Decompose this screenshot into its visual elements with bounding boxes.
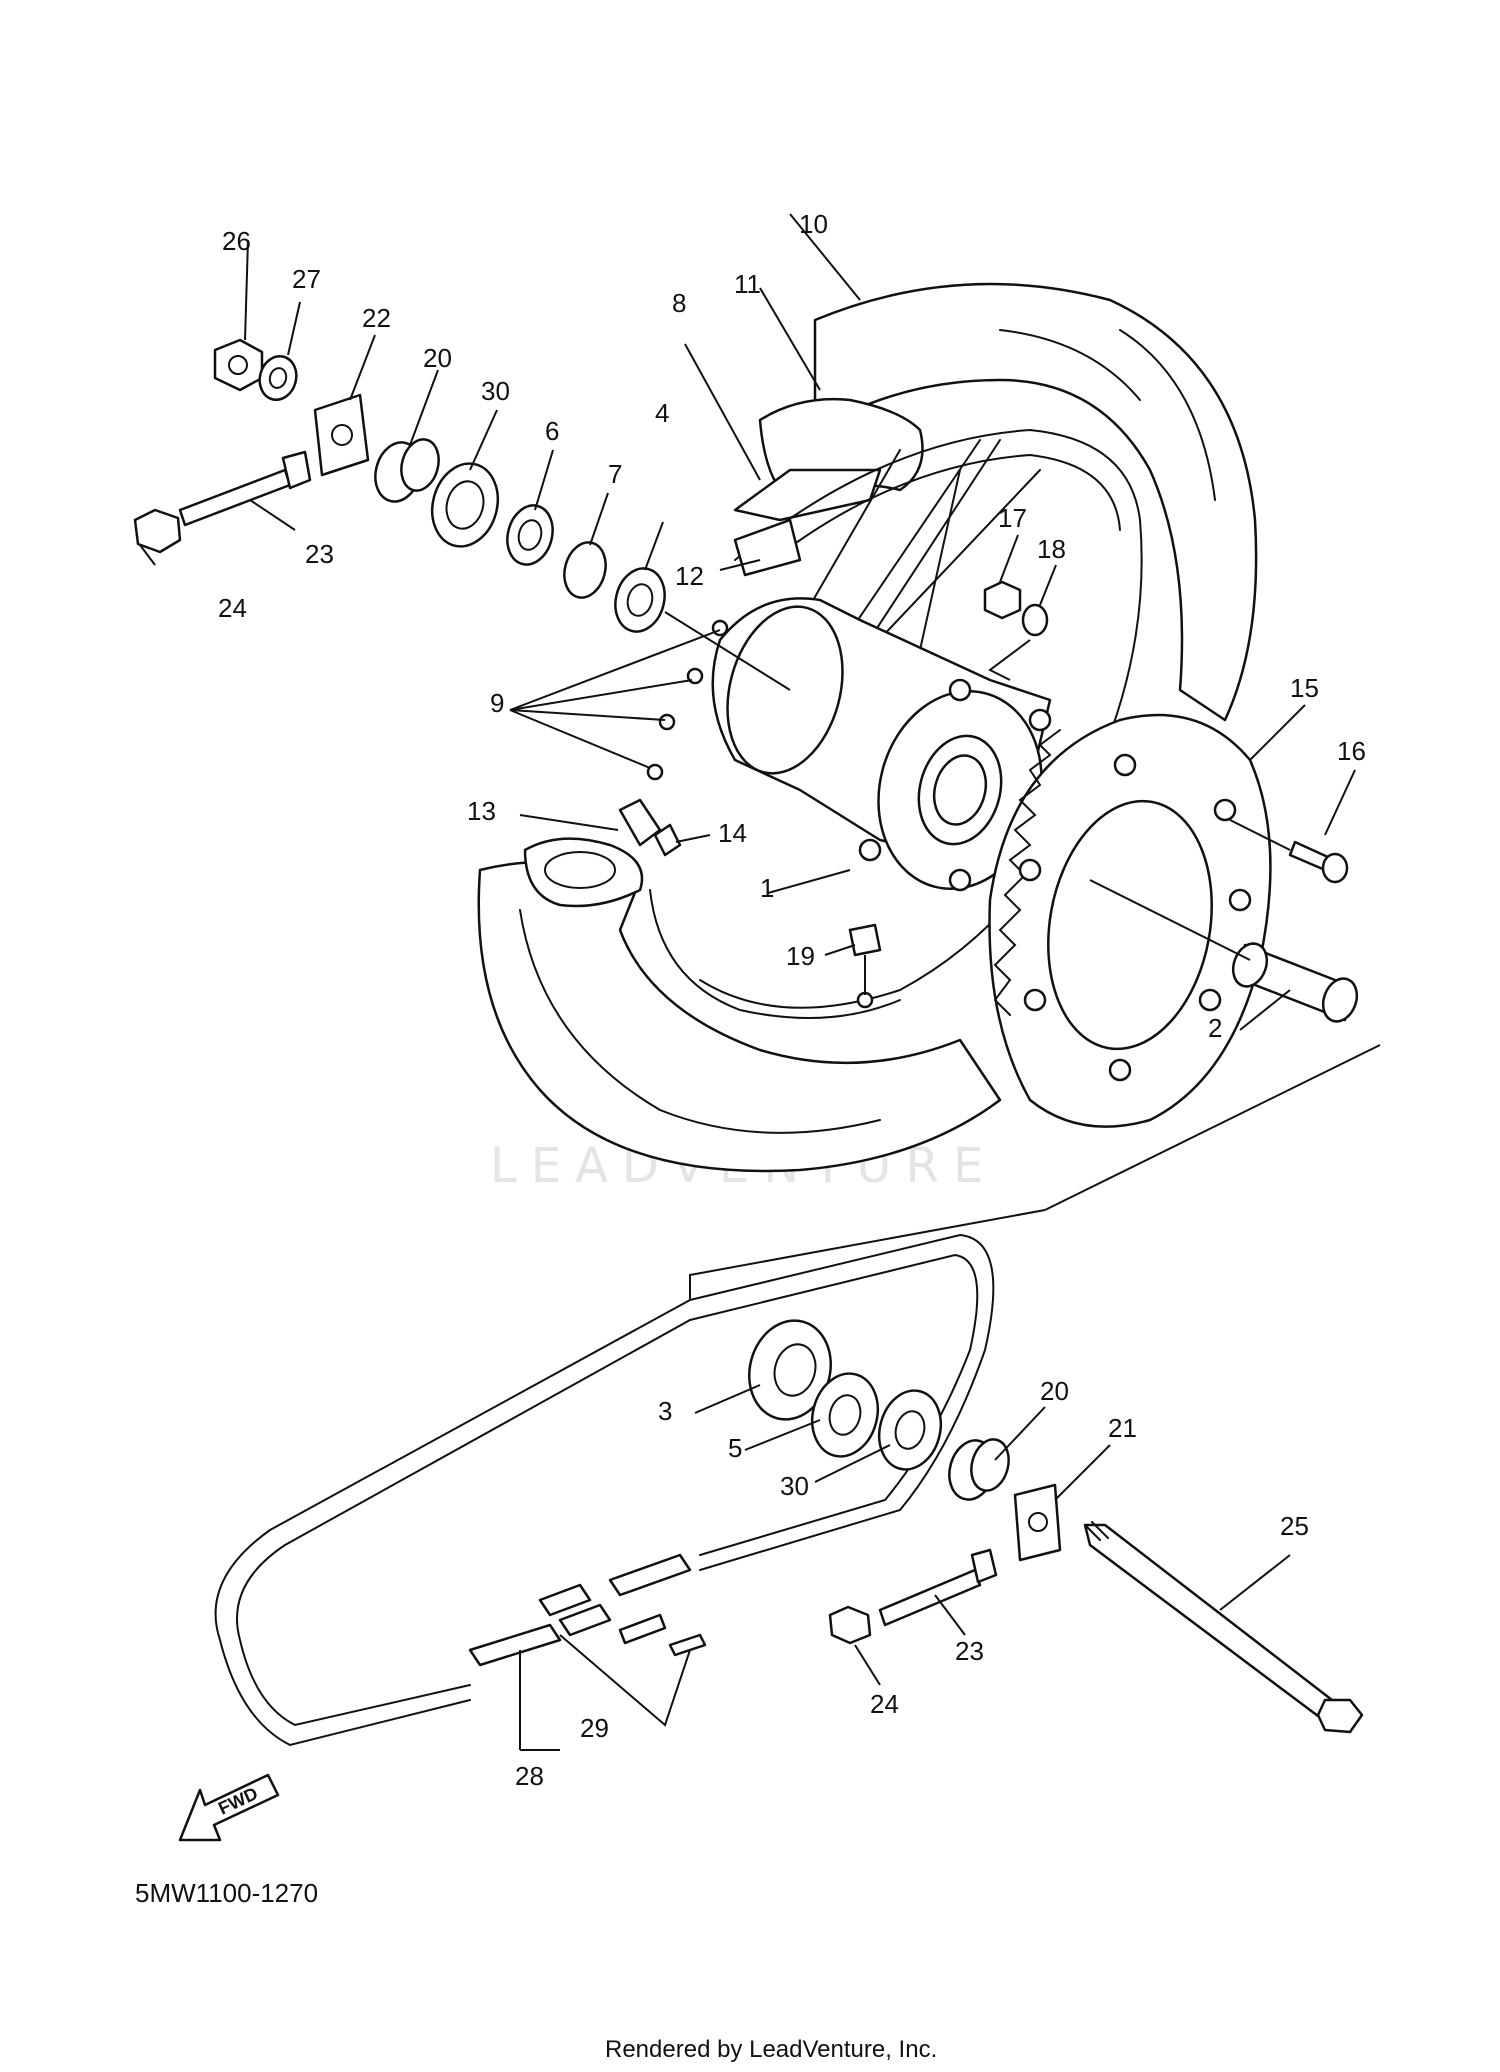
callout-1[interactable]: 1 <box>760 873 774 903</box>
callout-14[interactable]: 14 <box>718 818 747 848</box>
render-credit: Rendered by LeadVenture, Inc. <box>605 2036 937 2063</box>
drive-chain[interactable] <box>214 1233 995 1747</box>
bolt-23-lower[interactable] <box>878 1548 998 1627</box>
oil-seal-30-upper[interactable] <box>423 456 507 554</box>
callout-30-lower[interactable]: 30 <box>780 1471 809 1501</box>
valve-nut[interactable] <box>848 923 882 1009</box>
callout-3[interactable]: 3 <box>658 1396 672 1426</box>
bearing-4[interactable] <box>609 563 672 637</box>
callout-24-upper[interactable]: 24 <box>218 593 247 623</box>
collar-20-lower[interactable] <box>943 1435 1014 1504</box>
tube[interactable] <box>523 397 924 908</box>
diagram-code: 5MW1100-1270 <box>135 1878 318 1908</box>
callout-2[interactable]: 2 <box>1208 1013 1222 1043</box>
oil-seal-30-lower[interactable] <box>871 1384 950 1477</box>
hub[interactable] <box>710 594 1063 908</box>
callout-23-lower[interactable]: 23 <box>955 1636 984 1666</box>
oil-seal-5[interactable] <box>803 1366 887 1464</box>
washer-18[interactable] <box>1021 603 1049 637</box>
axle-25[interactable] <box>1083 1521 1364 1734</box>
callout-22[interactable]: 22 <box>362 303 391 333</box>
nut-24-upper[interactable] <box>133 508 182 554</box>
callout-7[interactable]: 7 <box>608 459 622 489</box>
chain-puller-21[interactable] <box>1013 1483 1062 1562</box>
balance-weight[interactable] <box>618 798 682 857</box>
sprocket[interactable] <box>988 713 1272 1128</box>
callout-20-upper[interactable]: 20 <box>423 343 452 373</box>
callout-17[interactable]: 17 <box>998 503 1027 533</box>
bearing-6[interactable] <box>501 500 559 569</box>
callout-21[interactable]: 21 <box>1108 1413 1137 1443</box>
nut-24-lower[interactable] <box>828 1605 872 1645</box>
callout-5[interactable]: 5 <box>728 1433 742 1463</box>
callout-12[interactable]: 12 <box>675 561 704 591</box>
callout-15[interactable]: 15 <box>1290 673 1319 703</box>
callout-11[interactable]: 11 <box>734 269 761 299</box>
collar-20-upper[interactable] <box>369 435 444 506</box>
callout-19[interactable]: 19 <box>786 941 815 971</box>
axle-nut-26[interactable] <box>213 338 264 392</box>
callout-23-upper[interactable]: 23 <box>305 539 334 569</box>
tire[interactable] <box>477 282 1258 1173</box>
circlip-7[interactable] <box>558 538 611 602</box>
callout-8[interactable]: 8 <box>672 288 686 318</box>
callout-24-lower[interactable]: 24 <box>870 1689 899 1719</box>
callout-4[interactable]: 4 <box>655 398 669 428</box>
callout-labels: 1 2 3 4 5 6 7 8 9 10 11 12 13 14 15 16 1… <box>218 209 1366 1791</box>
spoke-nipples[interactable] <box>646 619 729 781</box>
callout-18[interactable]: 18 <box>1037 534 1066 564</box>
callout-27[interactable]: 27 <box>292 264 321 294</box>
callout-30-upper[interactable]: 30 <box>481 376 510 406</box>
callout-25[interactable]: 25 <box>1280 1511 1309 1541</box>
callout-16[interactable]: 16 <box>1337 736 1366 766</box>
rim-band[interactable] <box>733 468 882 522</box>
callout-28[interactable]: 28 <box>515 1761 544 1791</box>
washer-27[interactable] <box>255 352 301 404</box>
spacer-collar[interactable] <box>1089 879 1363 1026</box>
bolt-23-upper[interactable] <box>178 450 312 527</box>
callout-leaders <box>139 213 1356 1686</box>
chain-puller-22[interactable] <box>313 393 370 477</box>
callout-26[interactable]: 26 <box>222 226 251 256</box>
callout-13[interactable]: 13 <box>467 796 496 826</box>
assembly-bracket <box>1044 1044 1381 1211</box>
callout-6[interactable]: 6 <box>545 416 559 446</box>
callout-10[interactable]: 10 <box>799 209 828 239</box>
fwd-arrow-icon: FWD <box>178 1773 280 1842</box>
master-link-joint[interactable] <box>468 1553 707 1667</box>
bearing-3[interactable] <box>738 1311 841 1428</box>
callout-29[interactable]: 29 <box>580 1713 609 1743</box>
nut-17[interactable] <box>983 580 1022 620</box>
callout-9[interactable]: 9 <box>490 688 504 718</box>
bolt-16[interactable] <box>1288 840 1349 884</box>
callout-20-lower[interactable]: 20 <box>1040 1376 1069 1406</box>
